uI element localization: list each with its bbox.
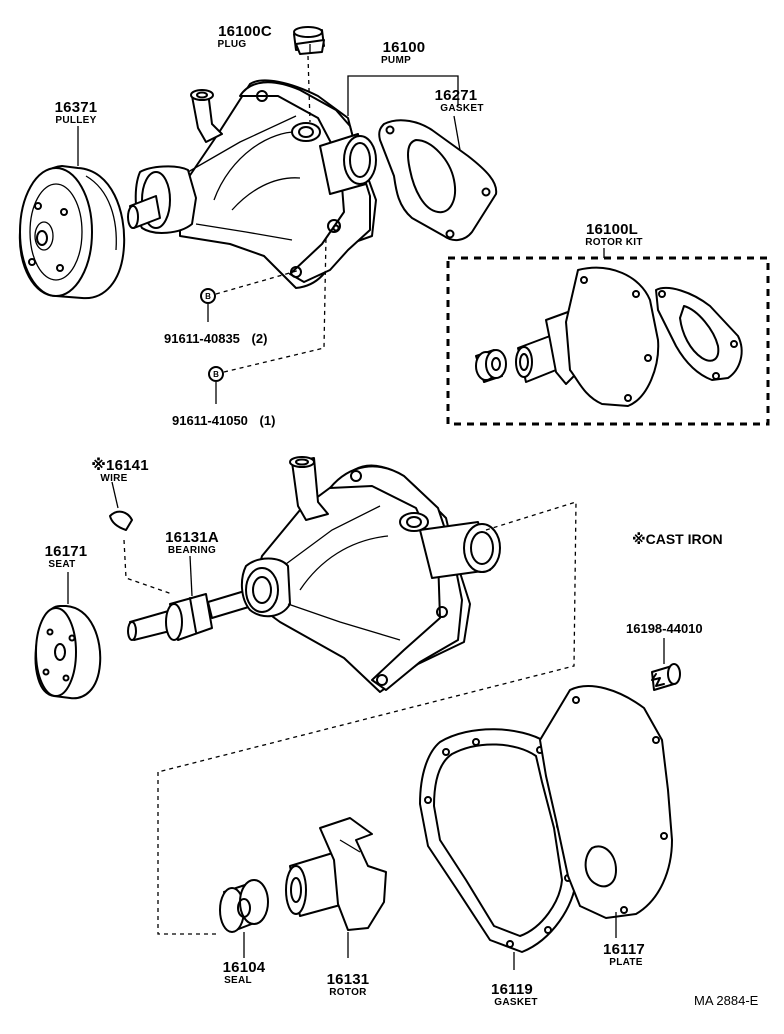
label-16119-name: GASKET bbox=[494, 997, 538, 1008]
label-16131-number: 16131 bbox=[326, 971, 370, 988]
bolt-91611-41050: B bbox=[208, 366, 224, 382]
svg-text:B: B bbox=[213, 370, 219, 379]
plug-16100c bbox=[293, 26, 325, 55]
seal-16104 bbox=[219, 879, 269, 933]
label-16371-name: PULLEY bbox=[55, 115, 97, 126]
bolt-number: 91611-40835 bbox=[164, 331, 240, 346]
label-16141-name: WIRE bbox=[100, 473, 128, 484]
label-16141-number: ※16141 bbox=[91, 457, 149, 474]
label-16100c-number: 16100C bbox=[218, 23, 272, 40]
label-bolt-16198-44010: 16198-44010 bbox=[626, 621, 703, 636]
bearing-16131a bbox=[127, 589, 255, 641]
gasket-16271 bbox=[378, 119, 498, 242]
label-16104-number: 16104 bbox=[222, 959, 266, 976]
label-16100c-name: PLUG bbox=[217, 39, 247, 50]
label-16131a-name: BEARING bbox=[167, 545, 217, 556]
label-16100-name: PUMP bbox=[380, 55, 412, 66]
cast-iron-note: ※CAST IRON bbox=[632, 531, 723, 547]
bolt-16198-44010 bbox=[651, 663, 681, 691]
label-16131a-number: 16131A bbox=[165, 529, 219, 546]
label-16371-number: 16371 bbox=[54, 99, 98, 116]
label-16131-name: ROTOR bbox=[329, 987, 367, 998]
pump-body-lower bbox=[240, 456, 501, 693]
label-16100-number: 16100 bbox=[382, 39, 426, 56]
wire-16141 bbox=[109, 481, 133, 531]
bolt-number: 91611-41050 bbox=[172, 413, 248, 428]
label-bolt-91611-40835: 91611-40835 (2) bbox=[164, 332, 267, 345]
label-16271-name: GASKET bbox=[440, 103, 484, 114]
label-16104-name: SEAL bbox=[224, 975, 252, 986]
label-16100l-name: ROTOR KIT bbox=[585, 237, 643, 248]
rotor-16131 bbox=[285, 817, 387, 931]
bolt-91611-40835: B bbox=[200, 288, 216, 304]
label-16171-name: SEAT bbox=[48, 559, 76, 570]
drawing-code: MA 2884-E bbox=[694, 993, 759, 1008]
label-16117-number: 16117 bbox=[603, 941, 645, 958]
label-16117-name: PLATE bbox=[609, 957, 643, 968]
label-bolt-91611-41050: 91611-41050 (1) bbox=[172, 414, 275, 427]
label-16119-number: 16119 bbox=[491, 981, 533, 998]
plate-16117 bbox=[539, 685, 673, 919]
label-16271-number: 16271 bbox=[434, 87, 478, 104]
rotor-kit-box bbox=[446, 256, 770, 426]
water-pump-16100 bbox=[127, 79, 377, 289]
label-16100l-number: 16100L bbox=[585, 221, 639, 238]
bolt-qty: (2) bbox=[251, 331, 268, 346]
gasket-16119 bbox=[419, 728, 577, 953]
seat-16171 bbox=[34, 605, 102, 700]
svg-text:B: B bbox=[205, 292, 211, 301]
pulley-16371 bbox=[18, 165, 126, 300]
label-16171-number: 16171 bbox=[44, 543, 88, 560]
bolt-qty: (1) bbox=[259, 413, 276, 428]
